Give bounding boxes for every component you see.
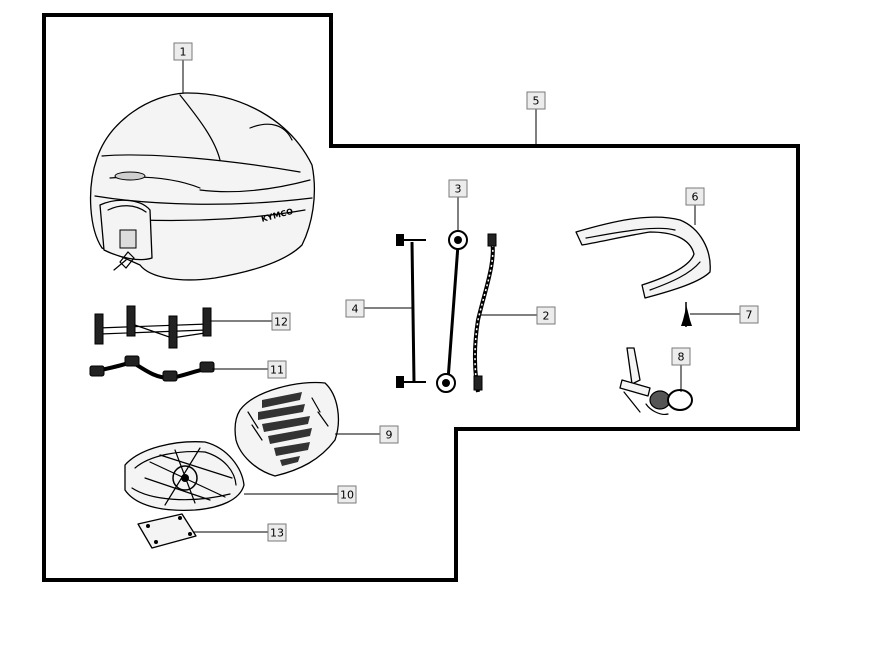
callout-5: 5	[526, 91, 546, 110]
assembly-boundary	[42, 13, 800, 582]
bracket-bolts-icon	[94, 305, 212, 349]
callout-label: 2	[543, 310, 550, 323]
clip-icon	[681, 302, 692, 327]
callout-label: 12	[274, 316, 288, 329]
strap-icon	[473, 233, 497, 393]
screw-rod-icon	[396, 234, 426, 388]
callout-label: 7	[746, 309, 753, 322]
callout-4: 4	[345, 299, 365, 318]
callout-1: 1	[173, 42, 193, 61]
mat-icon	[234, 381, 340, 477]
callout-label: 1	[180, 46, 187, 59]
damper-rod-icon	[436, 230, 468, 393]
callout-13: 13	[267, 523, 287, 542]
callout-label: 3	[455, 183, 462, 196]
callout-2: 2	[536, 306, 556, 325]
callout-label: 13	[270, 527, 284, 540]
callout-label: 9	[386, 429, 393, 442]
callout-label: 4	[352, 303, 359, 316]
callout-label: 11	[270, 364, 284, 377]
callout-10: 10	[337, 485, 357, 504]
callout-label: 8	[678, 351, 685, 364]
small-plate-icon	[137, 513, 197, 549]
callout-9: 9	[379, 425, 399, 444]
callout-label: 6	[692, 191, 699, 204]
leader-lines	[182, 60, 740, 533]
base-plate-icon	[124, 441, 245, 511]
callout-6: 6	[685, 187, 705, 206]
callout-12: 12	[271, 312, 291, 331]
rear-trim-icon	[575, 216, 711, 299]
callout-label: 10	[340, 489, 354, 502]
lock-assembly-icon	[619, 347, 693, 415]
callout-label: 5	[533, 95, 540, 108]
callout-11: 11	[267, 360, 287, 379]
callout-7: 7	[739, 305, 759, 324]
callout-3: 3	[448, 179, 468, 198]
callout-8: 8	[671, 347, 691, 366]
bracket-bar-icon	[89, 355, 215, 382]
top-case-icon: KYMCO	[89, 92, 316, 281]
